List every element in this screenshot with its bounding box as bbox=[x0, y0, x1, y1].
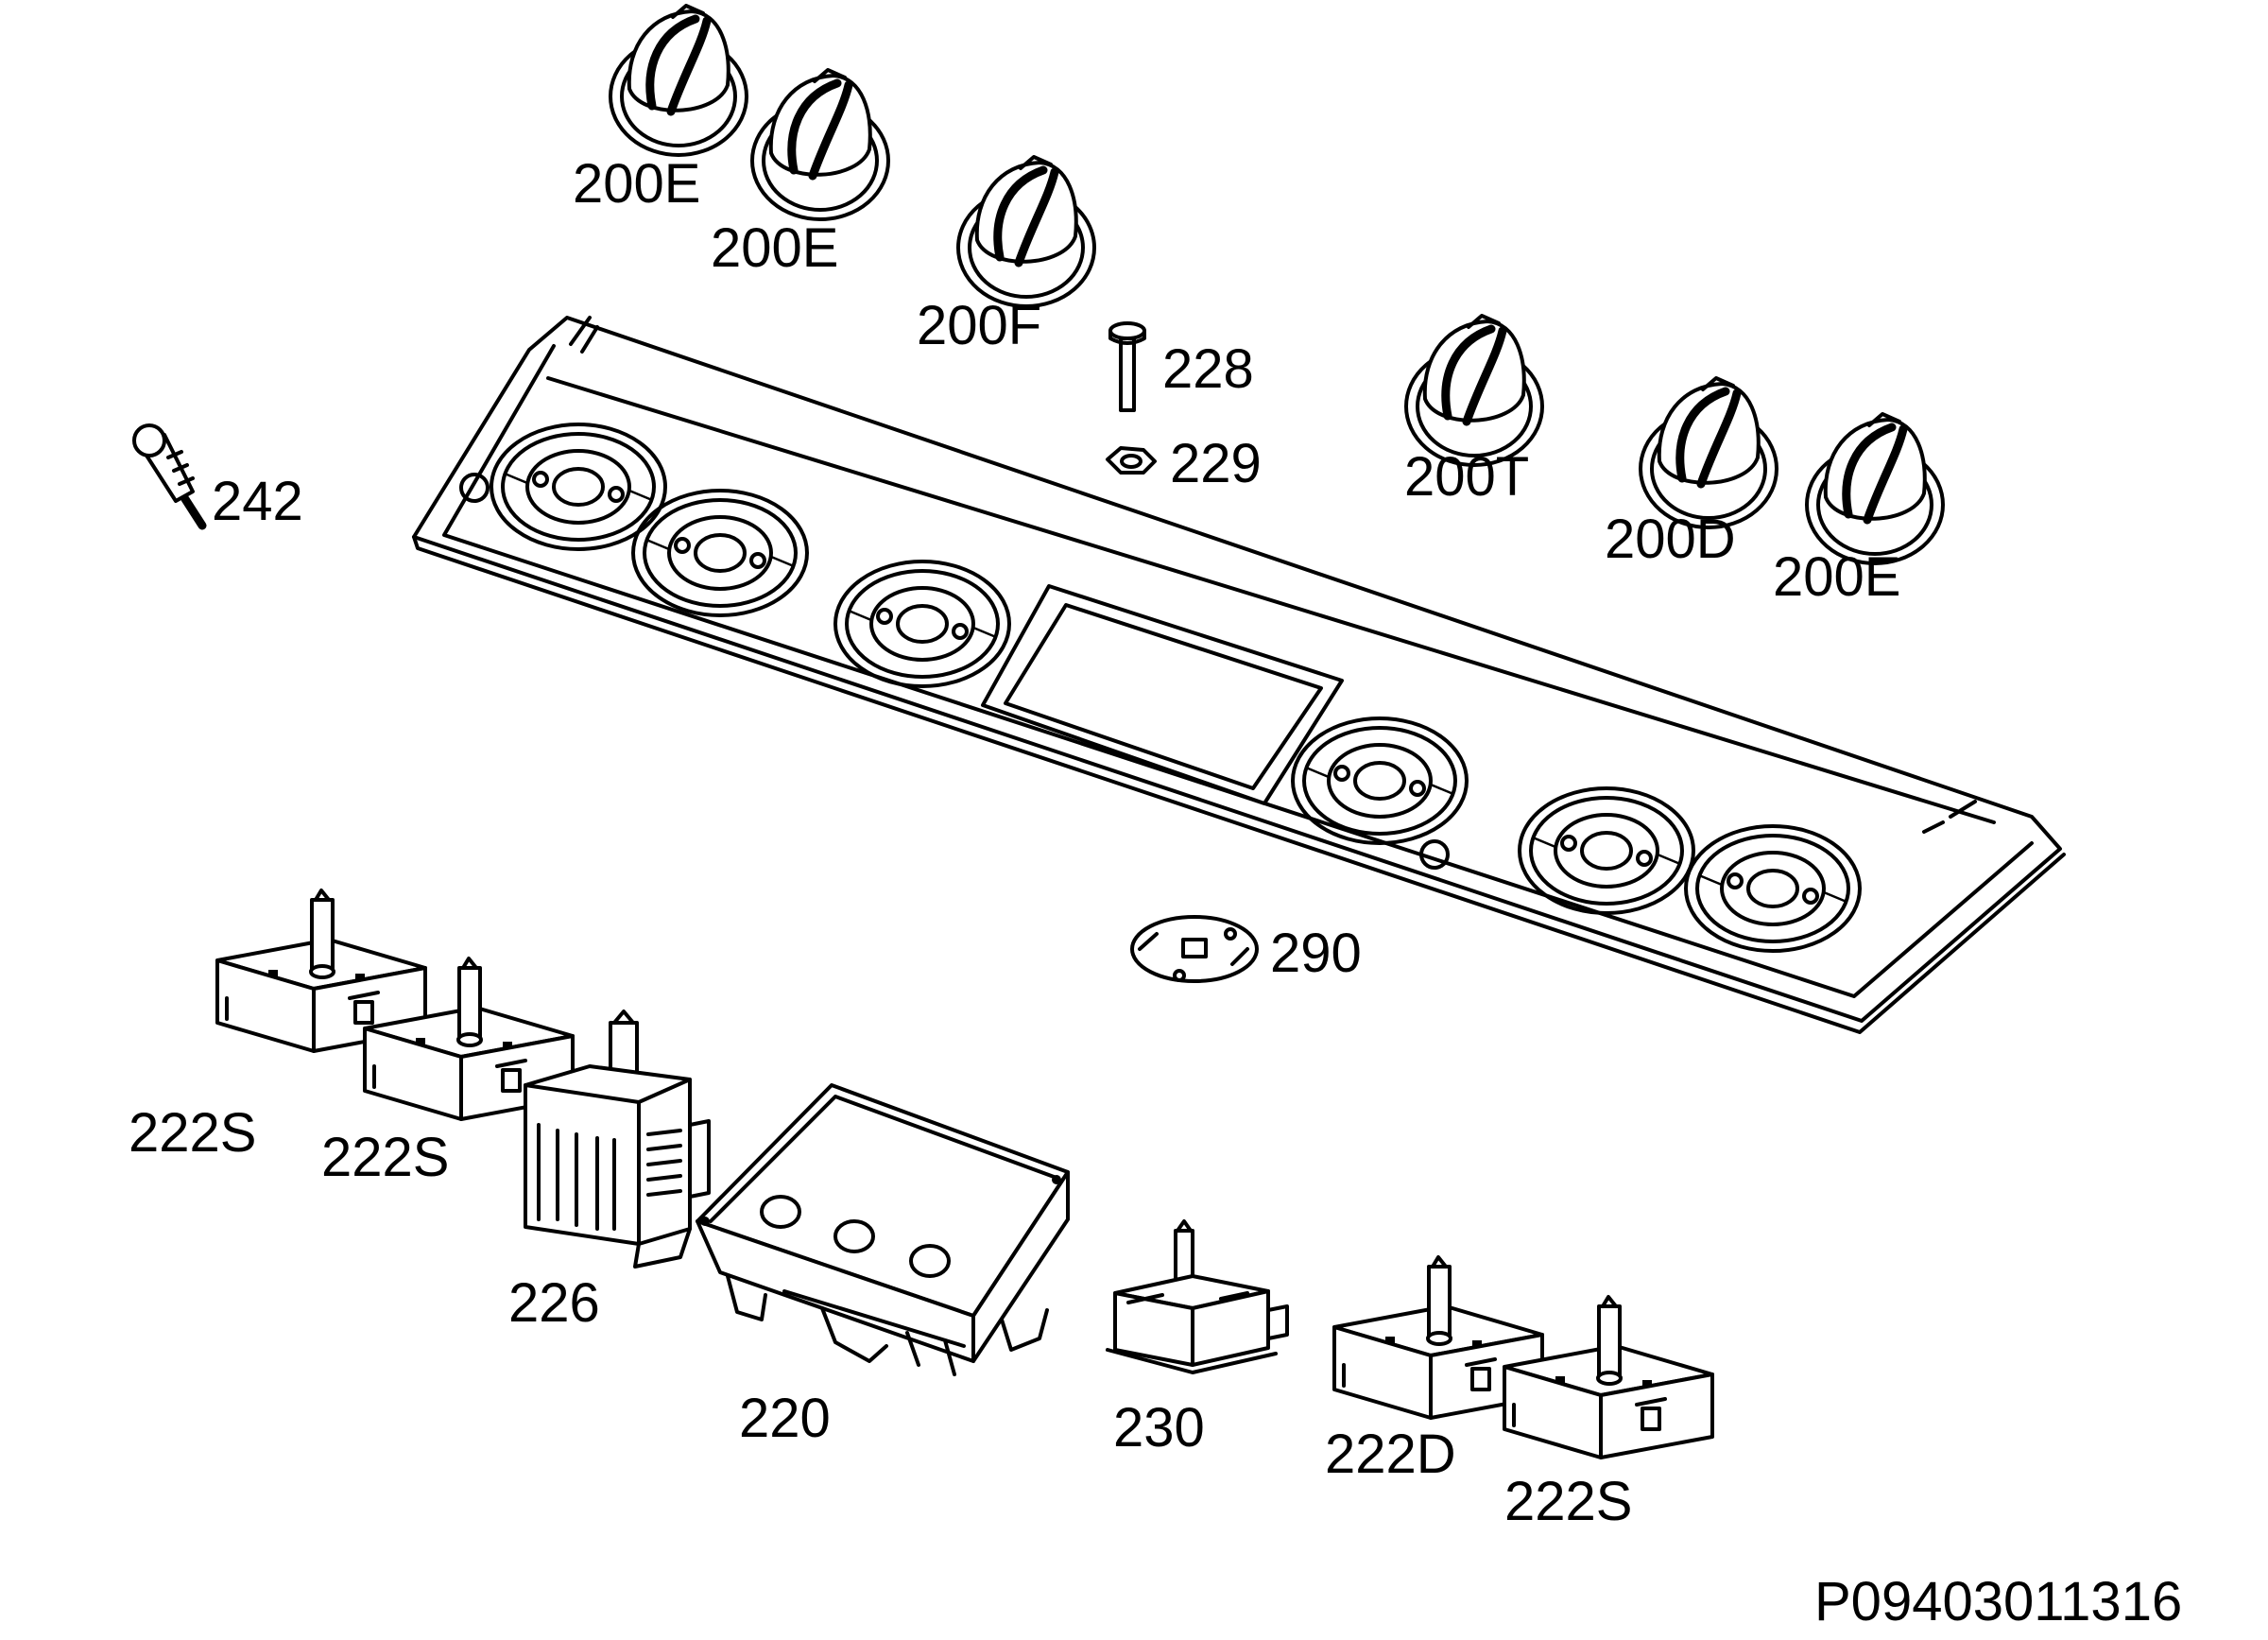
label-bracket: 290 bbox=[1270, 923, 1362, 984]
label-knob-4: 200T bbox=[1404, 446, 1529, 508]
nut bbox=[1106, 446, 1157, 475]
label-knob-5: 200D bbox=[1605, 509, 1736, 570]
knob-2 bbox=[752, 70, 888, 219]
label-knob-3: 200F bbox=[917, 295, 1041, 356]
screw bbox=[1108, 321, 1146, 412]
label-knob-6: 200E bbox=[1773, 546, 1900, 608]
label-knob-2: 200E bbox=[711, 217, 838, 279]
timer-module bbox=[696, 1083, 1070, 1376]
label-regulator-3: 222D bbox=[1325, 1424, 1456, 1485]
label-knob-1: 200E bbox=[573, 153, 700, 215]
label-regulator-4: 222S bbox=[1504, 1471, 1632, 1532]
knob-4 bbox=[1406, 316, 1542, 465]
part-labels: 200E 200E 200F 228 229 200T 200D 200E 24… bbox=[129, 153, 2182, 1632]
label-selector-switch: 226 bbox=[508, 1272, 600, 1334]
label-regulator-2: 222S bbox=[321, 1127, 449, 1188]
thermostat bbox=[1106, 1219, 1289, 1374]
knob-6 bbox=[1807, 414, 1943, 563]
knob-1 bbox=[610, 6, 747, 155]
knob-5 bbox=[1641, 378, 1777, 527]
label-thermostat: 230 bbox=[1113, 1397, 1205, 1459]
regulator-4 bbox=[1503, 1295, 1714, 1459]
lamp bbox=[132, 423, 207, 530]
label-screw: 228 bbox=[1162, 338, 1254, 400]
diagram-code: P09403011316 bbox=[1814, 1571, 2182, 1632]
label-lamp: 242 bbox=[212, 471, 303, 532]
bracket bbox=[1130, 915, 1259, 983]
label-regulator-1: 222S bbox=[129, 1102, 256, 1164]
label-nut: 229 bbox=[1170, 433, 1262, 494]
label-timer-module: 220 bbox=[739, 1388, 831, 1449]
knob-3 bbox=[958, 157, 1094, 306]
control-panel bbox=[412, 316, 2066, 1034]
selector-switch bbox=[524, 1010, 711, 1269]
